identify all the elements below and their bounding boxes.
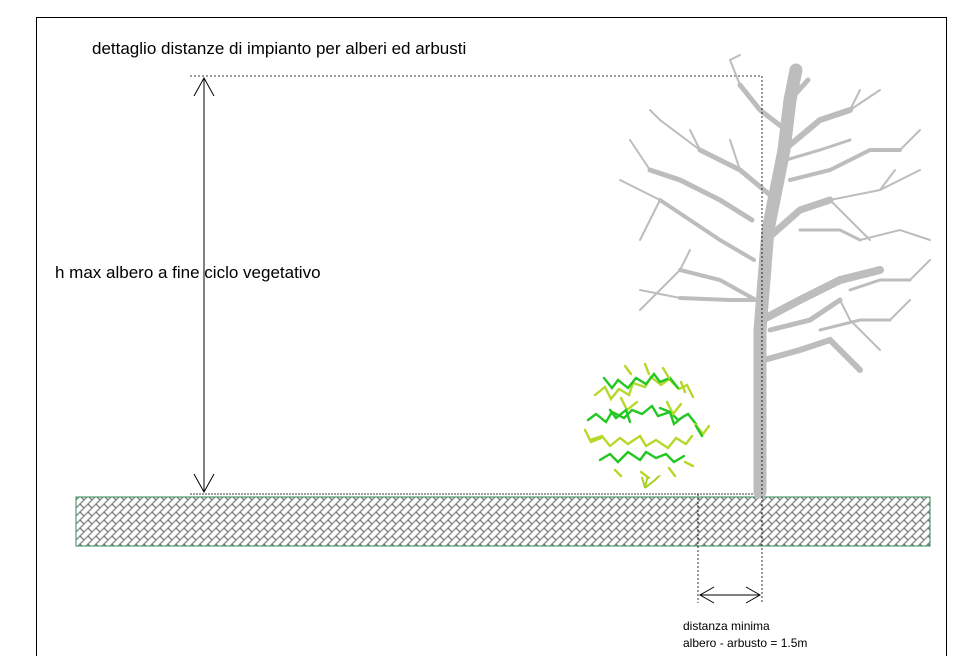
distance-arrow-left-icon [698, 586, 715, 604]
height-arrow-bottom-icon [193, 473, 215, 494]
ground-strip [75, 496, 931, 547]
shrub-icon [583, 362, 711, 489]
height-arrow-top-icon [193, 76, 215, 97]
drawing-frame [36, 17, 947, 656]
bare-tree-icon [619, 54, 931, 499]
diagram-title: dettaglio distanze di impianto per alber… [92, 39, 467, 58]
height-dimension-label: h max albero a fine ciclo vegetativo [55, 263, 321, 282]
distance-label-line-2: albero - arbusto = 1.5m [683, 636, 808, 650]
distance-dimension-label: distanza minima albero - arbusto = 1.5m [683, 618, 807, 652]
distance-arrow-right-icon [745, 586, 762, 604]
distance-label-line-1: distanza minima [683, 619, 770, 633]
